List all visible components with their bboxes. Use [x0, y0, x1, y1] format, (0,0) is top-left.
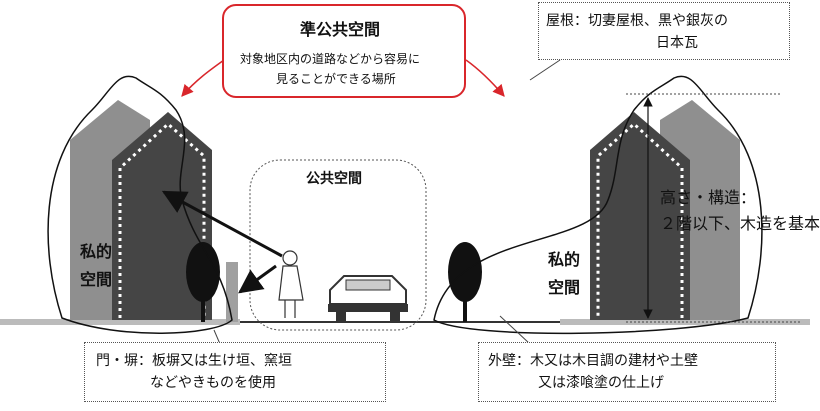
wall-callout-line [499, 315, 531, 345]
roof-callout-box [538, 2, 790, 60]
red-arrow-left [181, 59, 225, 97]
car-windshield [345, 279, 391, 291]
left-gate-wall [226, 262, 238, 322]
left-front-building-dotted [118, 121, 206, 318]
car-wheel-right [390, 312, 400, 322]
height-label-line2: ２階以下、木造を基本 [660, 214, 820, 233]
left-semi-public-outline [47, 75, 233, 334]
left-tree-trunk [201, 296, 205, 322]
gate-callout-box [84, 342, 386, 402]
semi-public-desc-line2: 見ることができる場所 [276, 72, 396, 86]
semi-public-box [222, 4, 466, 98]
gate-callout-line [213, 329, 221, 345]
private-left-line1: 私的 [80, 242, 113, 261]
roof-callout-line2: 日本瓦 [656, 35, 698, 51]
private-right-line1: 私的 [548, 250, 581, 269]
public-space-outline [249, 159, 427, 331]
wall-callout-line1: 外壁：木又は木目調の建材や土壁 [488, 353, 698, 369]
height-label-line1: 高さ・構造： [660, 188, 757, 207]
private-left-line2: 空間 [80, 270, 113, 289]
roof-callout-line [529, 59, 561, 81]
gate-callout-line1: 門・塀：板塀又は生け垣、窯垣 [96, 353, 292, 369]
public-space-label: 公共空間 [306, 171, 362, 187]
car-bumper [328, 304, 408, 312]
wall-callout-box [478, 342, 776, 402]
right-front-building-dotted [596, 121, 684, 318]
roof-callout-line1: 屋根：切妻屋根、黒や銀灰の [546, 13, 728, 29]
gate-callout-line2: などやきものを使用 [150, 375, 276, 391]
semi-public-title: 準公共空間 [300, 20, 381, 39]
right-tree-trunk [463, 296, 467, 322]
person-head-icon [282, 250, 298, 266]
right-front-building [590, 112, 690, 320]
red-arrow-right [465, 59, 505, 97]
right-semi-public-outline [433, 75, 763, 335]
left-tree-icon [186, 242, 220, 302]
sight-arrow-upper [161, 190, 283, 258]
sight-arrow-lower [238, 264, 277, 294]
car-wheel-left [336, 312, 346, 322]
wall-callout-line2: 又は漆喰塗の仕上げ [538, 375, 664, 391]
person-body-icon [278, 265, 304, 318]
semi-public-desc-line1: 対象地区内の道路などから容易に [240, 52, 421, 66]
private-right-line2: 空間 [548, 278, 581, 297]
